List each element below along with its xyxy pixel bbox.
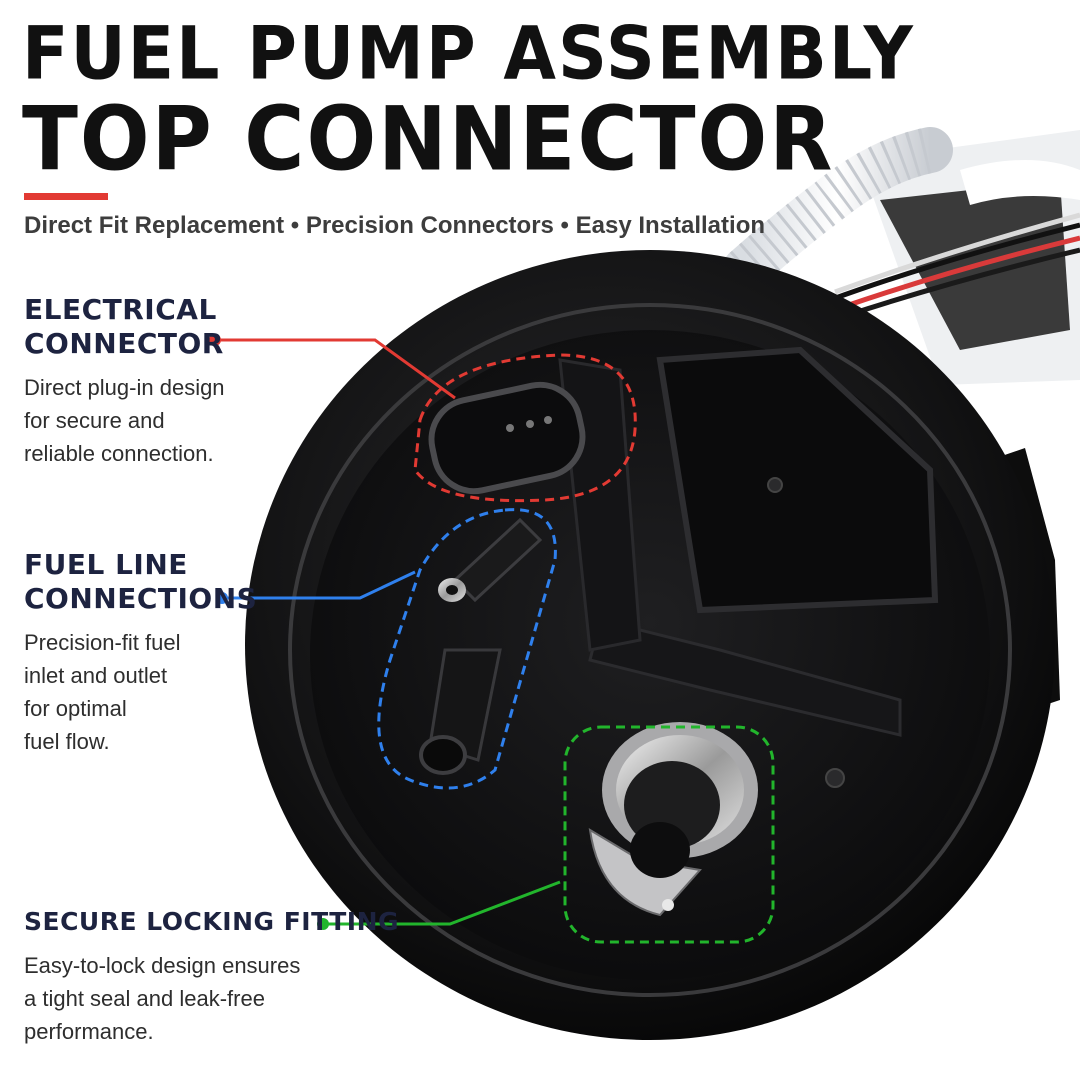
feature-electrical-connector: ELECTRICAL CONNECTOR Direct plug-in desi… [24, 293, 225, 470]
feature-heading: ELECTRICAL CONNECTOR [24, 293, 225, 361]
accent-bar [24, 193, 108, 200]
feature-description-line: Easy-to-lock design ensures [24, 953, 301, 978]
flange-screw [825, 768, 845, 788]
feature-heading-line: CONNECTIONS [24, 582, 258, 615]
feature-heading-line: CONNECTOR [24, 327, 224, 360]
headline-line-1: FUEL PUMP ASSEMBLY [22, 11, 915, 97]
fuel-line-fittings [419, 517, 543, 775]
feature-heading-line: ELECTRICAL [24, 293, 217, 326]
feature-description-line: Direct plug-in design [24, 375, 225, 400]
headline-line-2: TOP CONNECTOR [22, 88, 835, 192]
wire-harness [829, 212, 1080, 319]
molded-well [656, 346, 939, 614]
feature-description-line: performance. [24, 1019, 154, 1044]
feature-heading: FUEL LINE CONNECTIONS [24, 548, 257, 616]
feature-description-line: fuel flow. [24, 729, 110, 754]
locking-fitting-callout-outline [563, 725, 775, 944]
electrical-connector-callout-outline [413, 353, 637, 503]
feature-tagline: Direct Fit Replacement • Precision Conne… [24, 212, 766, 239]
feature-heading: SECURE LOCKING FITTING [24, 905, 399, 939]
feature-description: Precision-fit fuel inlet and outlet for … [24, 626, 257, 758]
feature-description-line: a tight seal and leak-free [24, 986, 265, 1011]
locking-fitting [588, 722, 758, 917]
electrical-connector-socket [428, 381, 586, 495]
feature-description-line: inlet and outlet [24, 663, 168, 688]
fuel-line-callout-outline [377, 508, 557, 790]
feature-fuel-line-connections: FUEL LINE CONNECTIONS Precision-fit fuel… [24, 548, 257, 758]
feature-description-line: for optimal [24, 696, 127, 721]
corrugated-hose [722, 127, 953, 293]
feature-description: Easy-to-lock design ensures a tight seal… [24, 949, 399, 1048]
feature-description-line: reliable connection. [24, 441, 214, 466]
feature-description: Direct plug-in design for secure and rel… [24, 371, 225, 470]
feature-description-line: for secure and [24, 408, 165, 433]
flange-screw [767, 477, 783, 493]
flange-gasket-ring [288, 303, 1012, 997]
feature-description-line: Precision-fit fuel [24, 630, 181, 655]
feature-heading-line: FUEL LINE [24, 548, 188, 581]
feature-secure-locking-fitting: SECURE LOCKING FITTING Easy-to-lock desi… [24, 905, 399, 1048]
molded-rib [588, 618, 902, 737]
feature-heading-line: SECURE LOCKING FITTING [24, 907, 400, 936]
callout-leader-lines [209, 334, 561, 930]
